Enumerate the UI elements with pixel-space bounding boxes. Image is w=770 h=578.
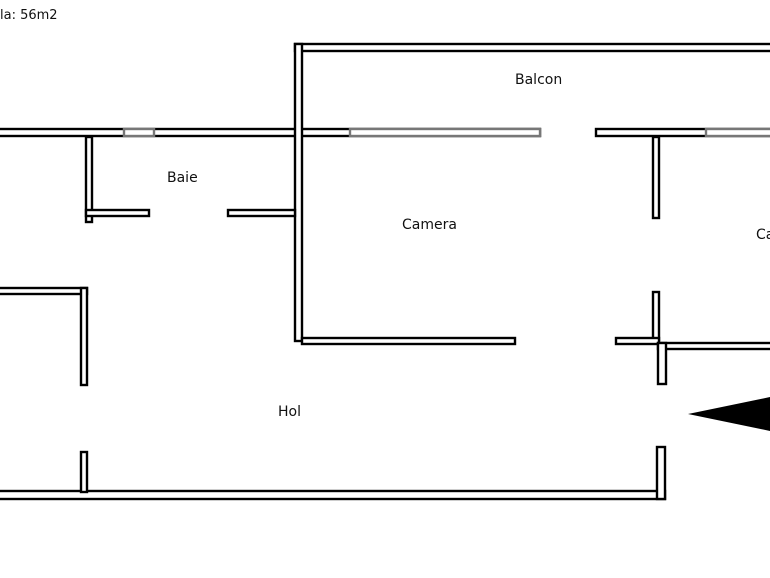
closet-top-wall [0, 286, 89, 296]
baie-left-wall [84, 135, 94, 224]
camera-bottom-wall [300, 336, 517, 346]
room-label-camera: Camera [402, 217, 457, 233]
camera2-bottom-wall [656, 341, 770, 351]
room-label-baie: Baie [167, 170, 198, 186]
camera2-left-wall-top [651, 135, 661, 220]
window-baie [122, 127, 156, 138]
walls [0, 42, 770, 501]
entrance-arrow-icon [688, 397, 770, 431]
top-wall-right [594, 127, 770, 138]
room-label-camera-2: Ca [756, 227, 770, 243]
camera2-left-wall-bottom [651, 290, 661, 342]
baie-bottom-wall-right [226, 208, 297, 218]
door-stub [614, 336, 661, 346]
window-camera-right [704, 127, 770, 138]
hol-right-wall-top [656, 341, 668, 386]
hol-left-stub [79, 450, 89, 494]
baie-bottom-wall-left [84, 208, 151, 218]
hol-bottom-wall [0, 489, 667, 501]
balcony-top-wall [293, 42, 770, 53]
room-label-hol: Hol [278, 404, 301, 420]
room-label-balcon: Balcon [515, 72, 563, 88]
camera-left-wall [293, 42, 304, 343]
area-label: la: 56m2 [0, 8, 58, 23]
window-camera [348, 127, 542, 138]
hol-right-wall-bottom [655, 445, 667, 501]
closet-right-wall [79, 286, 89, 387]
